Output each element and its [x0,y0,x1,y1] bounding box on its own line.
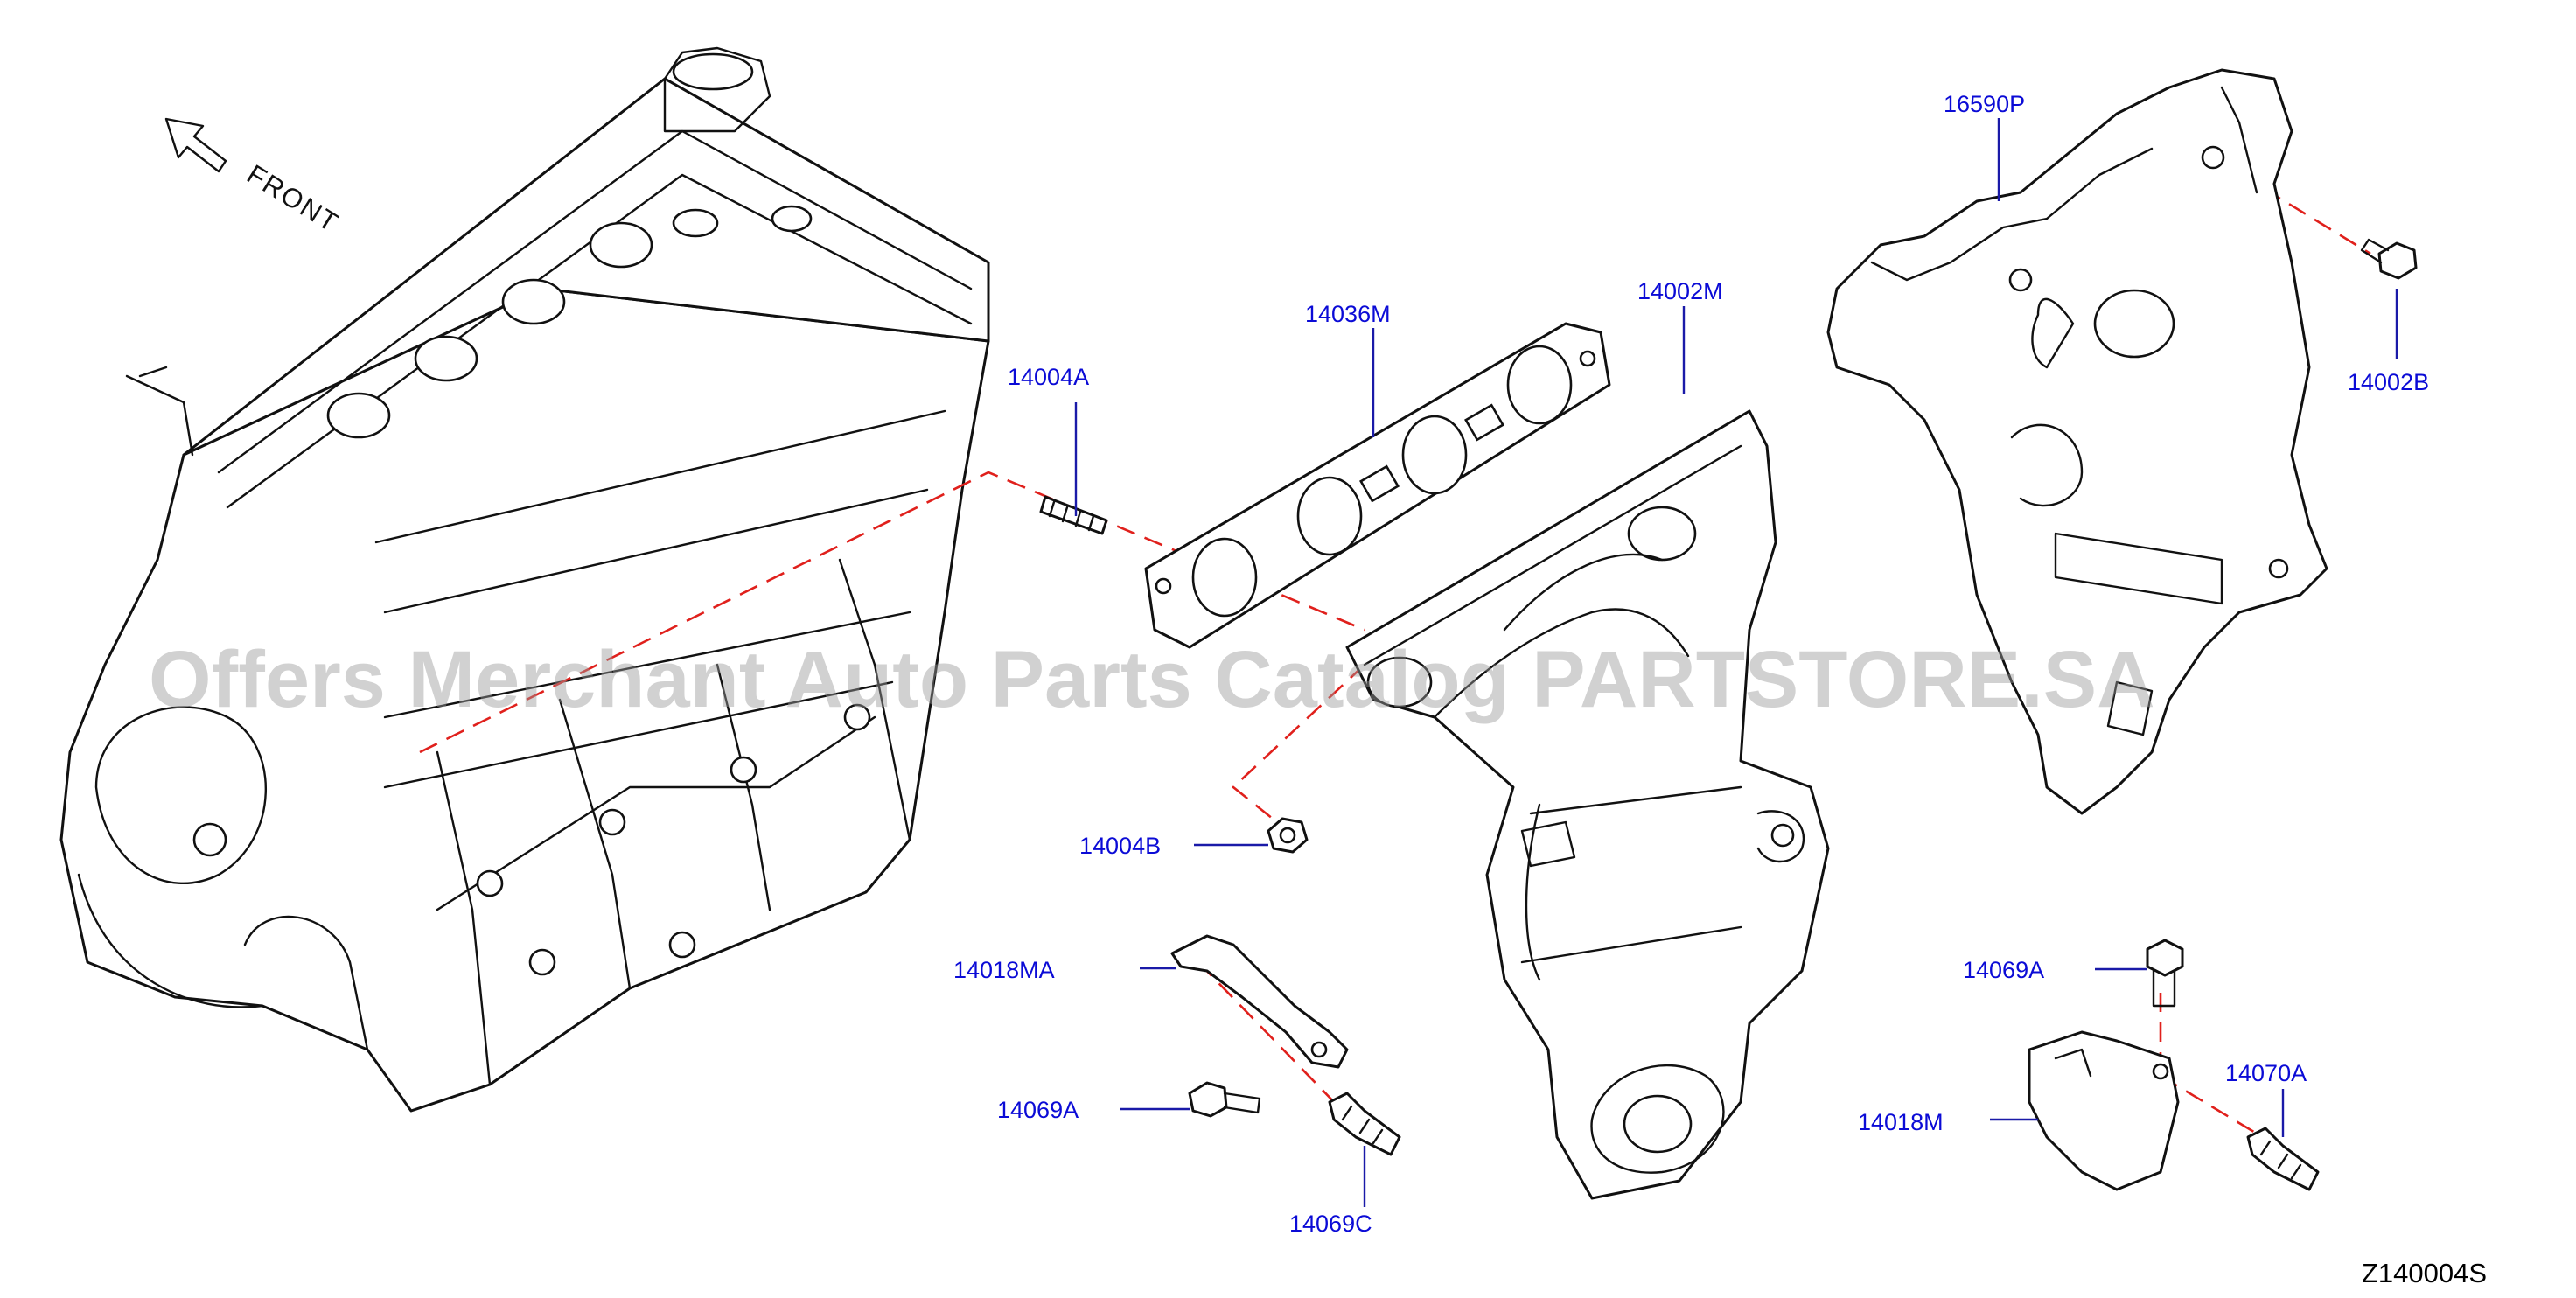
callout-labels: 16590P 14002B 14036M 14002M 14004A 14004… [953,91,2429,1237]
stud-14070A [2246,1127,2320,1191]
stud-14004A [1039,495,1108,535]
stud-14069C [1328,1092,1401,1156]
bolt-14002B [2360,238,2418,280]
front-label: FRONT [241,158,345,239]
callout-14004A[interactable]: 14004A [1008,364,1089,390]
callout-14018MA[interactable]: 14018MA [953,957,1055,983]
lower-bracket-14018M [2028,1030,2180,1191]
heat-insulator-16590P [1826,68,2328,815]
callout-14069C[interactable]: 14069C [1289,1211,1372,1237]
bolt-14069A-left [1188,1081,1261,1118]
front-direction-indicator: FRONT [164,117,345,239]
callout-14004B[interactable]: 14004B [1079,833,1161,859]
callout-14036M[interactable]: 14036M [1305,301,1391,327]
callout-14070A[interactable]: 14070A [2225,1060,2307,1086]
callout-14069A-left[interactable]: 14069A [997,1097,1079,1123]
callout-leaders [1074,118,2398,1207]
callout-16590P[interactable]: 16590P [1944,91,2025,117]
manifold-gasket-14036M [1144,322,1611,649]
engine-block [59,46,990,1113]
callout-14018M[interactable]: 14018M [1858,1109,1944,1135]
nut-14004B [1267,817,1309,854]
callout-14002B[interactable]: 14002B [2348,369,2429,395]
exhaust-manifold-14002M [1345,409,1830,1200]
callout-14002M[interactable]: 14002M [1637,278,1723,304]
figure-code: Z140004S [2362,1258,2487,1288]
front-arrow-icon [164,117,227,173]
upper-bracket-14018MA [1170,934,1349,1069]
nut-centerline [1232,664,1365,824]
bolt-14069A-right [2146,939,2184,1008]
watermark-text: Offers Merchant Auto Parts Catalog PARTS… [149,635,2155,724]
upper-bracket-centerline [1197,961,1339,1107]
callout-14069A-right[interactable]: 14069A [1963,957,2044,983]
